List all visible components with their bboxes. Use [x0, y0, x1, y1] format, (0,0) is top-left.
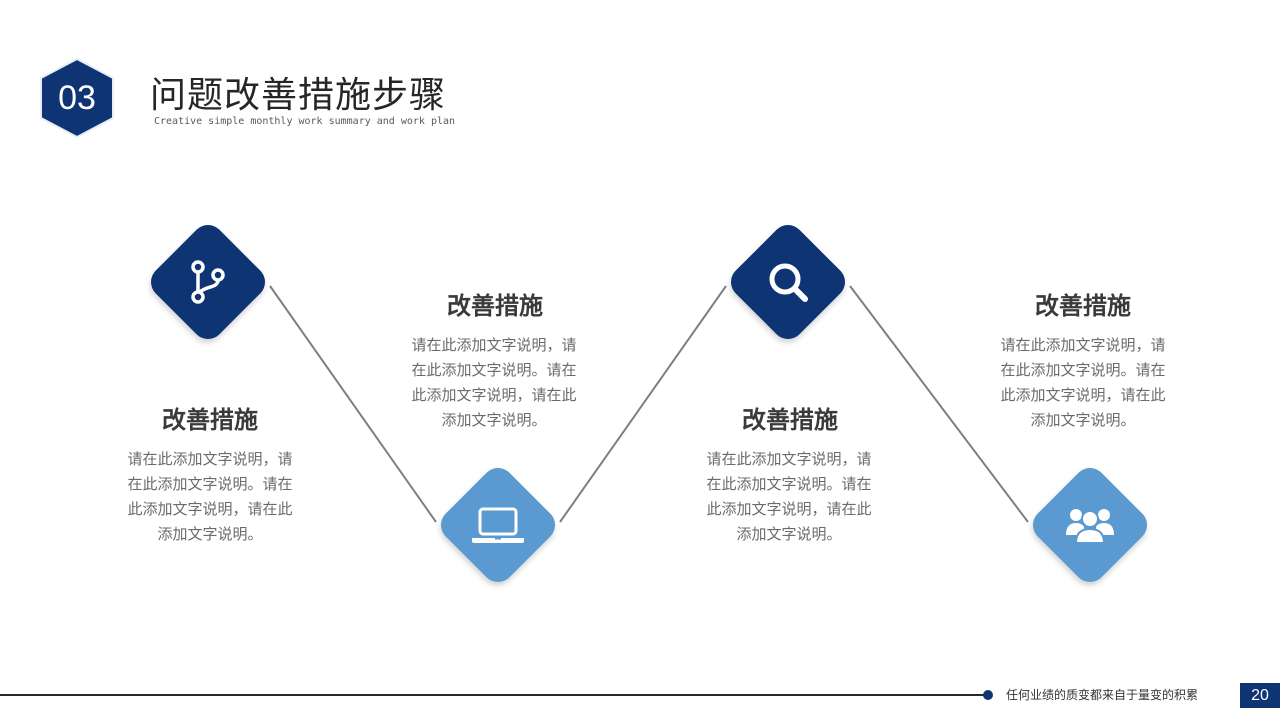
laptop-icon — [472, 507, 524, 543]
desc-line: 在此添加文字说明。请在 — [1000, 361, 1166, 379]
users-icon — [1066, 509, 1114, 544]
desc-line: 请在此添加文字说明，请 — [706, 450, 872, 468]
desc-line: 此添加文字说明，请在此 — [127, 500, 293, 518]
desc-line: 请在此添加文字说明，请 — [127, 450, 293, 468]
desc-line: 此添加文字说明，请在此 — [1000, 386, 1166, 404]
desc-line: 添加文字说明。 — [441, 411, 547, 429]
footer-dot — [983, 690, 993, 700]
step-3-title: 改善措施 — [742, 406, 838, 434]
desc-line: 添加文字说明。 — [1030, 411, 1136, 429]
search-icon — [769, 263, 808, 302]
step-1-description: 请在此添加文字说明，请 在此添加文字说明。请在 此添加文字说明，请在此 添加文字… — [120, 447, 300, 547]
footer-divider — [0, 694, 988, 696]
step-4-title: 改善措施 — [1035, 292, 1131, 320]
footer-slogan: 任何业绩的质变都来自于量变的积累 — [1006, 688, 1199, 702]
page-title: 问题改善措施步骤 — [150, 75, 447, 116]
desc-line: 添加文字说明。 — [157, 525, 263, 543]
desc-line: 请在此添加文字说明，请 — [411, 336, 577, 354]
desc-line: 请在此添加文字说明，请 — [1000, 336, 1166, 354]
desc-line: 在此添加文字说明。请在 — [706, 475, 872, 493]
section-hexagon-badge — [40, 57, 114, 139]
step-4-description: 请在此添加文字说明，请 在此添加文字说明。请在 此添加文字说明，请在此 添加文字… — [993, 333, 1173, 433]
desc-line: 在此添加文字说明。请在 — [127, 475, 293, 493]
desc-line: 此添加文字说明，请在此 — [411, 386, 577, 404]
step-2-title: 改善措施 — [447, 292, 543, 320]
branch-icon — [191, 260, 225, 304]
step-1-title: 改善措施 — [162, 406, 258, 434]
desc-line: 此添加文字说明，请在此 — [706, 500, 872, 518]
desc-line: 添加文字说明。 — [736, 525, 842, 543]
step-2-description: 请在此添加文字说明，请 在此添加文字说明。请在 此添加文字说明，请在此 添加文字… — [404, 333, 584, 433]
step-3-description: 请在此添加文字说明，请 在此添加文字说明。请在 此添加文字说明，请在此 添加文字… — [699, 447, 879, 547]
page-subtitle: Creative simple monthly work summary and… — [154, 116, 456, 127]
page-number: 20 — [1240, 683, 1280, 708]
section-number: 03 — [58, 78, 96, 117]
desc-line: 在此添加文字说明。请在 — [411, 361, 577, 379]
